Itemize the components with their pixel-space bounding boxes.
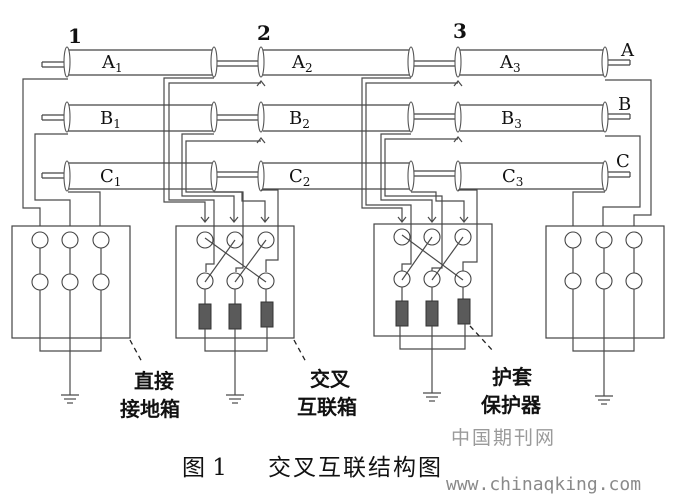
watermark-url: www.chinaqking.com (446, 474, 641, 495)
terminal-a-1-end (210, 46, 218, 78)
callout-protector-line1: 护套 (492, 365, 532, 389)
callout-leader-protector (469, 325, 495, 353)
link-node (625, 231, 643, 249)
terminal-a-3-end (601, 46, 609, 78)
sheath-protector (260, 301, 274, 328)
link-node (257, 272, 275, 290)
section-label-2: 2 (257, 21, 271, 45)
link-node (393, 228, 411, 246)
sheath-protector (395, 300, 409, 327)
section-label-3: 3 (453, 19, 467, 43)
end-label-a: A (620, 40, 635, 61)
callout-direct-ground-line1: 直接 (134, 369, 174, 393)
terminal-c-3-end (601, 160, 609, 192)
link-node (454, 270, 472, 288)
terminal-c-3-start (454, 160, 462, 192)
ground-icon (595, 395, 613, 405)
link-node (564, 231, 582, 249)
direct-grounding-box-right (545, 225, 665, 405)
callout-cross-bond-line2: 互联箱 (297, 395, 357, 419)
callout-leader-direct (129, 339, 143, 363)
caption-number: 图 1 (182, 455, 227, 481)
link-node (625, 272, 643, 290)
terminal-c-1-end (210, 160, 218, 192)
terminal-c-2-end (407, 160, 415, 192)
segment-label: C2 (289, 166, 310, 189)
ground-icon (226, 394, 244, 404)
link-node (61, 231, 79, 249)
link-node (31, 273, 49, 291)
terminal-a-1-start (63, 46, 71, 78)
ground-icon (61, 394, 79, 404)
terminal-c-2-start (257, 160, 265, 192)
sheath-protector (198, 303, 212, 330)
link-node (31, 231, 49, 249)
segment-label: A2 (291, 52, 313, 75)
watermark-site-name: 中国期刊网 (451, 427, 556, 449)
link-node (92, 231, 110, 249)
segment-label: A1 (101, 52, 123, 75)
callout-direct-ground-line2: 接地箱 (120, 397, 180, 421)
direct-grounding-box-left (11, 225, 131, 404)
callout-labels: 直接 接地箱 交叉 互联箱 护套 保护器 (120, 365, 542, 421)
terminal-a-3-start (454, 46, 462, 78)
link-node (92, 273, 110, 291)
end-label-c: C (616, 151, 630, 172)
link-node (595, 231, 613, 249)
caption-title: 交叉互联结构图 (268, 455, 443, 481)
section-label-1: 1 (68, 24, 82, 48)
segment-labels: A1 A2 A3 B1 B2 B3 C1 C2 C3 (100, 52, 523, 189)
cable-row-c (41, 160, 631, 192)
link-node (595, 272, 613, 290)
sheath-protector (228, 303, 242, 330)
end-label-b: B (618, 94, 631, 115)
link-node (196, 231, 214, 249)
sheath-wires (22, 77, 652, 272)
terminal-b-2-start (257, 101, 265, 133)
cable-row-a (41, 46, 631, 78)
watermark: 中国期刊网 www.chinaqking.com (446, 427, 641, 495)
sheath-protector (425, 300, 439, 327)
terminal-b-1-end (210, 101, 218, 133)
cross-bonding-box-1 (175, 216, 295, 404)
segment-label: C1 (100, 166, 121, 189)
cross-bonding-box-2 (373, 216, 493, 402)
callout-cross-bond-line1: 交叉 (310, 367, 351, 391)
callout-protector-line2: 保护器 (480, 393, 542, 417)
end-labels: A B C (616, 40, 635, 172)
terminal-c-1-start (63, 160, 71, 192)
terminal-b-1-start (63, 101, 71, 133)
terminal-b-3-end (601, 101, 609, 133)
link-node (564, 272, 582, 290)
segment-label: B1 (100, 108, 121, 131)
section-labels: 1 2 3 (68, 19, 467, 48)
cables (41, 46, 631, 192)
segment-label: B2 (289, 108, 310, 131)
terminal-a-2-start (257, 46, 265, 78)
link-node (61, 273, 79, 291)
callout-leader-cross (293, 339, 307, 363)
terminal-a-2-end (407, 46, 415, 78)
segment-label: C3 (502, 166, 523, 189)
segment-label: B3 (501, 108, 522, 131)
figure-caption: 图 1 交叉互联结构图 (182, 455, 443, 481)
sheath-protector (457, 298, 471, 325)
segment-label: A3 (499, 52, 521, 75)
terminal-b-3-start (454, 101, 462, 133)
cable-row-b (41, 101, 631, 133)
ground-icon (423, 392, 441, 402)
terminal-b-2-end (407, 101, 415, 133)
